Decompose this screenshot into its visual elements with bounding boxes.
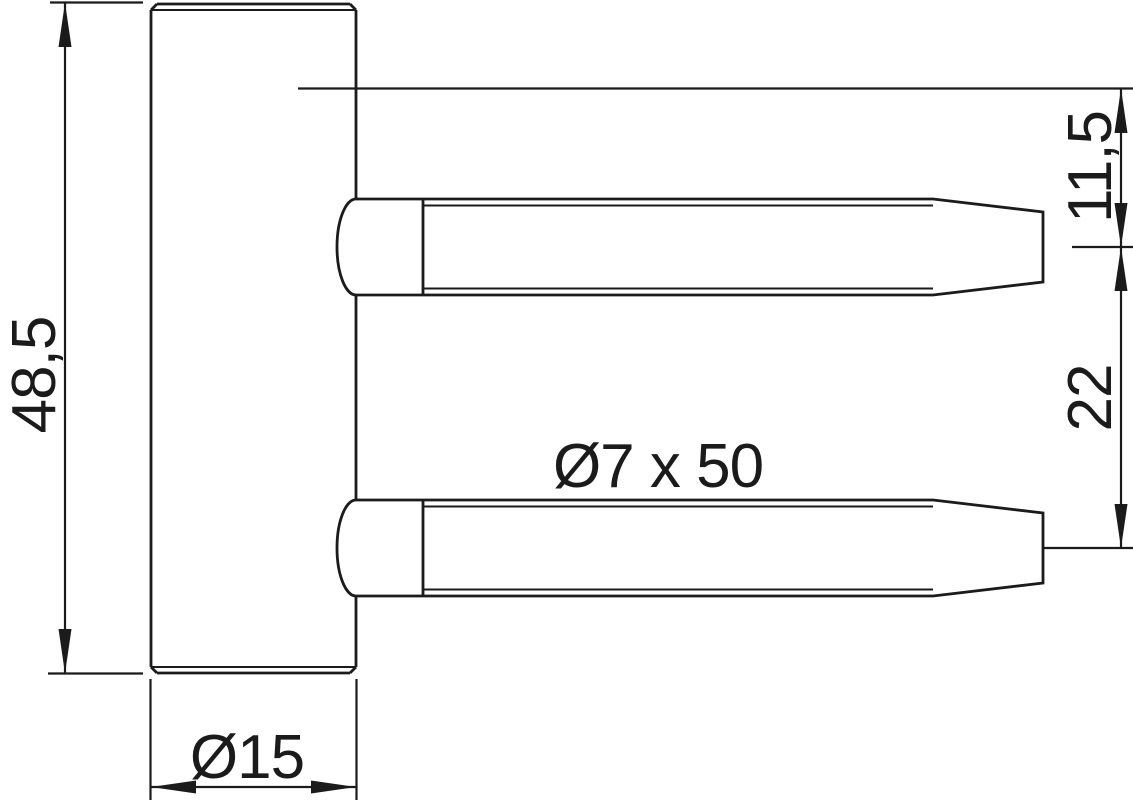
pin-lower-shaft-lines — [423, 505, 933, 591]
pin-upper-dome — [335, 197, 357, 297]
arrow-down-icon — [1114, 504, 1128, 548]
dim-barrel-diameter-label: Ø15 — [190, 723, 304, 792]
hinge-barrel — [149, 2, 358, 675]
dim-pin-spacing-label: 22 — [1056, 365, 1125, 432]
pin-upper-shaft-lines — [423, 204, 933, 290]
arrow-up-icon — [1114, 247, 1128, 291]
dim-overall-height: 48,5 — [0, 1, 143, 675]
barrel-bottom-chamfers — [150, 666, 357, 674]
dim-overall-height-label: 48,5 — [0, 317, 69, 434]
pin-lower-outline — [356, 498, 1045, 598]
arrow-down-icon — [58, 629, 72, 674]
dim-top-offset-label: 11,5 — [1056, 111, 1125, 223]
arrow-up-icon — [58, 2, 72, 47]
arrow-down-icon — [1114, 203, 1128, 247]
arrow-up-icon — [1114, 88, 1128, 133]
arrow-right-icon — [311, 780, 356, 794]
arrow-left-icon — [151, 780, 196, 794]
barrel-top-chamfers — [150, 3, 357, 11]
dim-top-offset: 11,5 — [1056, 88, 1128, 548]
dim-barrel-diameter: Ø15 — [149, 679, 358, 800]
pin-lower-dome — [335, 498, 357, 598]
pin-spec-label: Ø7 x 50 — [553, 432, 763, 501]
pin-upper-outline — [356, 197, 1045, 297]
pin-lower — [335, 498, 1045, 598]
dim-pin-spacing: 22 — [1056, 247, 1128, 548]
pin-upper — [335, 197, 1045, 297]
